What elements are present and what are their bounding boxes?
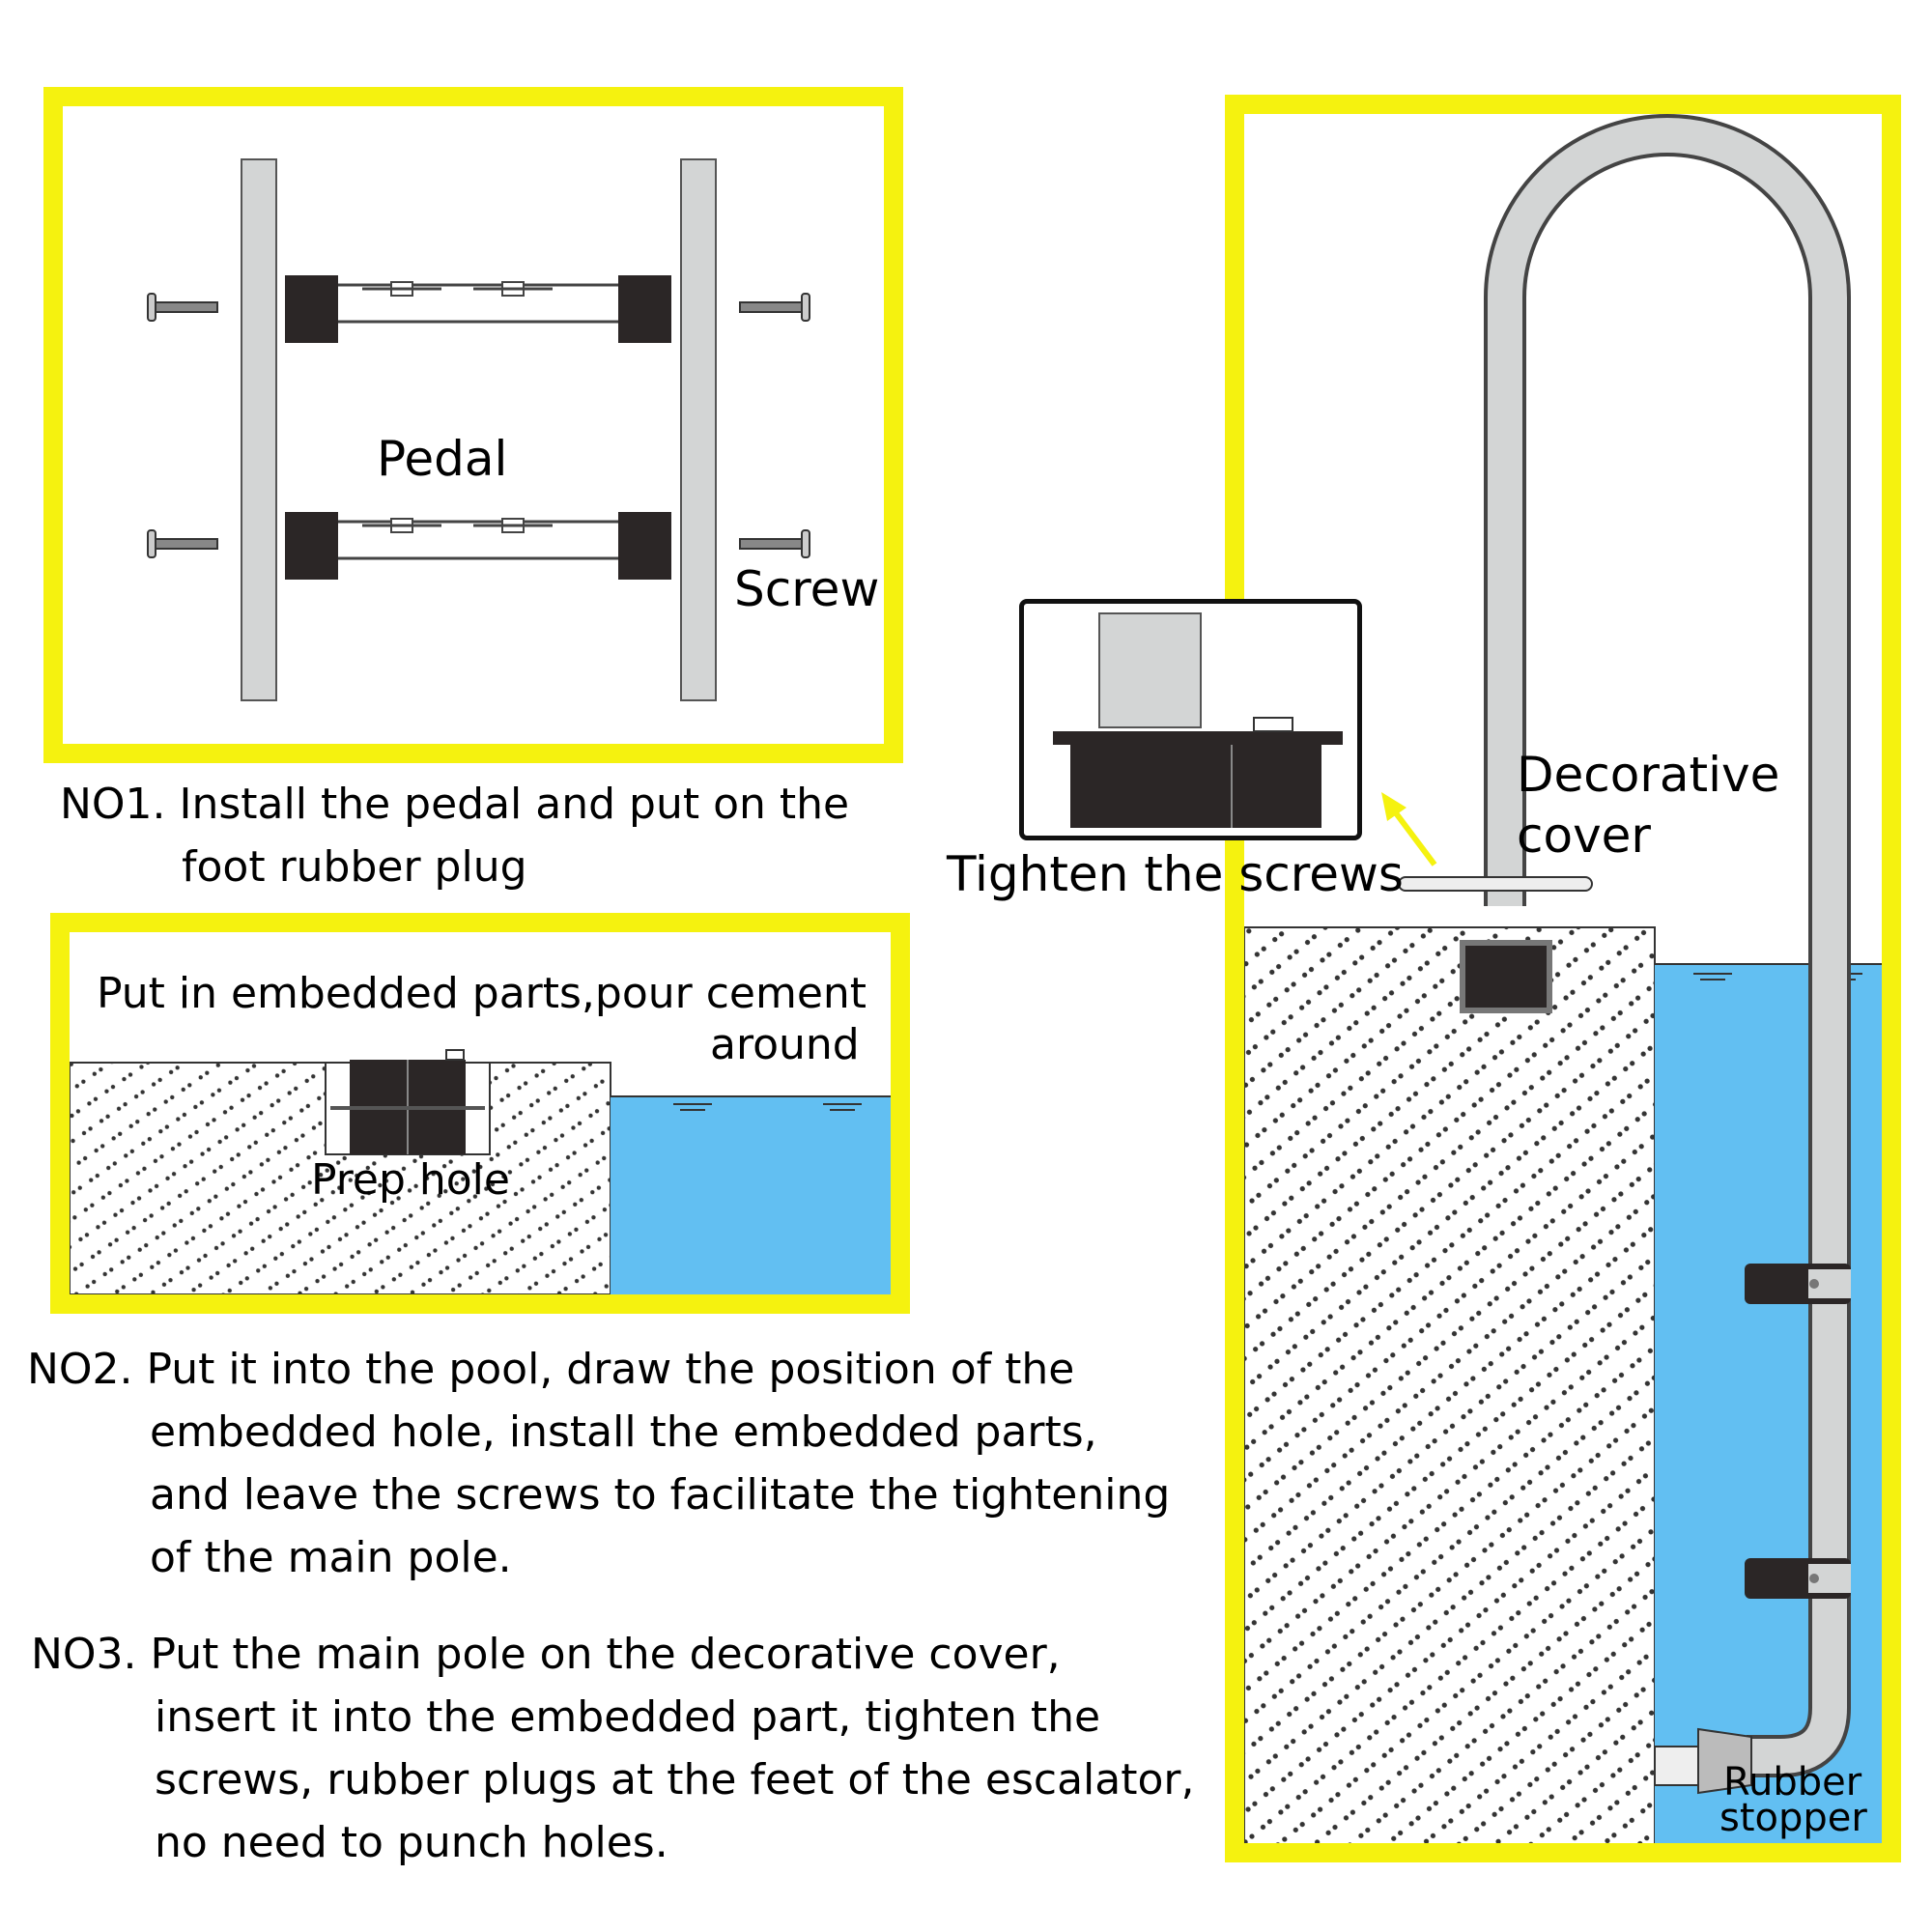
screw-detail-inset [1019, 599, 1362, 840]
screw-detail-drawing [1053, 612, 1343, 828]
embedded-part [330, 1049, 485, 1154]
ladder-step-lower [1745, 1558, 1851, 1599]
step3-line2: insert it into the embedded part, tighte… [155, 1692, 1101, 1742]
screw-right-bottom [739, 529, 810, 558]
step2-line4: of the main pole. [150, 1533, 512, 1582]
embedded-parts-drawing [70, 1049, 891, 1294]
step2-line1: NO2. Put it into the pool, draw the posi… [27, 1345, 1075, 1394]
prep-hole-label: Prep hole [311, 1155, 510, 1205]
pool-water [611, 1096, 891, 1294]
pedal-top [285, 275, 671, 343]
embedded-caption-line1: Put in embedded parts,pour cement [97, 969, 867, 1018]
screw-right-top [739, 293, 810, 322]
pool-wall-cement [1244, 926, 1656, 1843]
screw-left-bottom [147, 529, 218, 558]
decorative-cover-label-line1: Decorative [1517, 747, 1780, 803]
step3-line1: NO3. Put the main pole on the decorative… [31, 1630, 1061, 1679]
decorative-cover [1398, 876, 1593, 892]
water-level-marks [673, 1103, 862, 1111]
right-rail [680, 158, 717, 701]
tighten-screws-label: Tighten the screws [947, 846, 1404, 902]
panel-main-pole [1225, 95, 1901, 1862]
embedded-caption-line2: around [710, 1020, 860, 1069]
embedded-part [1460, 940, 1552, 1013]
rubber-stopper-label-line1: Rubber [1723, 1760, 1862, 1804]
step3-line3: screws, rubber plugs at the feet of the … [155, 1755, 1195, 1804]
main-pole-drawing [1244, 114, 1882, 1843]
ladder-step-upper [1745, 1264, 1851, 1304]
pedal-label: Pedal [377, 431, 508, 487]
pedal-install-drawing [147, 158, 810, 701]
step1-line2: foot rubber plug [182, 842, 527, 892]
decorative-cover-label-line2: cover [1517, 808, 1651, 864]
panel-embedded-parts: Put in embedded parts,pour cement around… [50, 913, 910, 1314]
rubber-stopper-label-line2: stopper [1719, 1796, 1867, 1840]
left-rail [241, 158, 277, 701]
pedal-bottom [285, 512, 671, 580]
screw-label: Screw [734, 561, 880, 617]
step3-line4: no need to punch holes. [155, 1818, 668, 1867]
screw-left-top [147, 293, 218, 322]
step2-line2: embedded hole, install the embedded part… [150, 1407, 1097, 1457]
panel-pedal-install: Pedal Screw [43, 87, 903, 763]
step1-line1: NO1. Install the pedal and put on the [60, 780, 850, 829]
step2-line3: and leave the screws to facilitate the t… [150, 1470, 1171, 1520]
